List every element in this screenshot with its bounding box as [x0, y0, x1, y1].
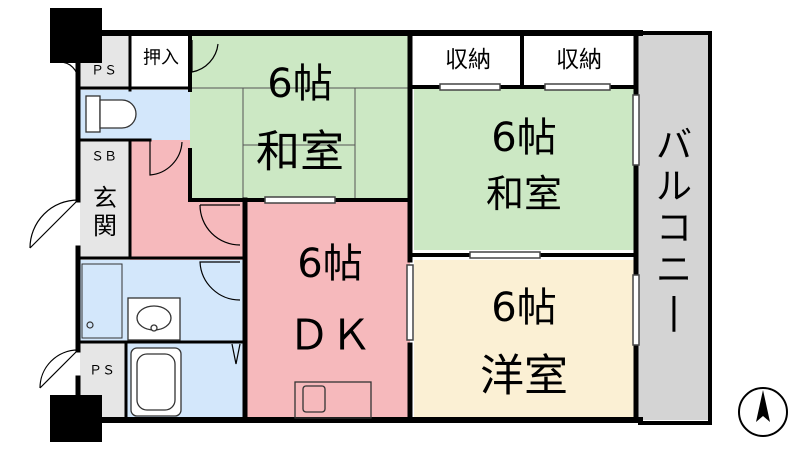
shuno-2-label: 収納 [556, 47, 602, 73]
column-bottom-left [50, 395, 102, 442]
washitsu-room-1-fill [190, 35, 410, 200]
toilet-fixture [85, 95, 137, 133]
door-oshiire [191, 40, 219, 73]
washbasin-fixture [127, 297, 181, 341]
washer-area [81, 263, 123, 339]
balcony-label: バルコニ| [656, 125, 692, 332]
door-ps-top [59, 61, 79, 81]
door-genkan [29, 199, 79, 249]
genkan-floor-fill [80, 140, 130, 260]
yoshitsu-size: 6帖 [491, 285, 556, 331]
door-toilet [149, 140, 183, 176]
dk-room-fill [245, 200, 410, 420]
door-dk-entry [199, 204, 241, 246]
drain-fixture [86, 321, 94, 329]
washitsu-2-size: 6帖 [491, 115, 556, 161]
sb-label: ＳＢ [91, 150, 117, 165]
ps-top-label: ＰＳ [91, 64, 117, 79]
column-top-left [50, 8, 102, 63]
sliding-door-marks [264, 83, 640, 346]
dk-corridor-fill [130, 140, 245, 260]
kitchen-sink-fixture [294, 381, 372, 419]
tatami-lines [190, 87, 410, 200]
dk-name: ＤＫ [288, 311, 372, 360]
washitsu-1-name: 和室 [256, 127, 344, 178]
storage-fill [414, 35, 636, 87]
yoshitsu-room-fill [414, 260, 636, 420]
oshiire-label: 押入 [143, 48, 179, 69]
swing-doors [29, 40, 241, 389]
door-bathroom-fold [231, 343, 241, 365]
ps-bottom-label: ＰＳ [89, 364, 115, 379]
balcony-fill [636, 35, 710, 420]
bathtub-fixture [130, 347, 182, 417]
walls [75, 30, 712, 425]
genkan-label: 玄関 [93, 184, 117, 240]
yoshitsu-name: 洋室 [480, 351, 568, 402]
washitsu-room-2-fill [414, 88, 636, 250]
washitsu-1-size: 6帖 [267, 61, 332, 107]
north-arrow-icon [738, 387, 788, 437]
door-washroom [199, 261, 241, 301]
washitsu-2-name: 和室 [486, 172, 562, 216]
dk-size: 6帖 [297, 241, 362, 287]
door-ps-bottom [39, 349, 79, 389]
shuno-1-label: 収納 [445, 47, 491, 73]
